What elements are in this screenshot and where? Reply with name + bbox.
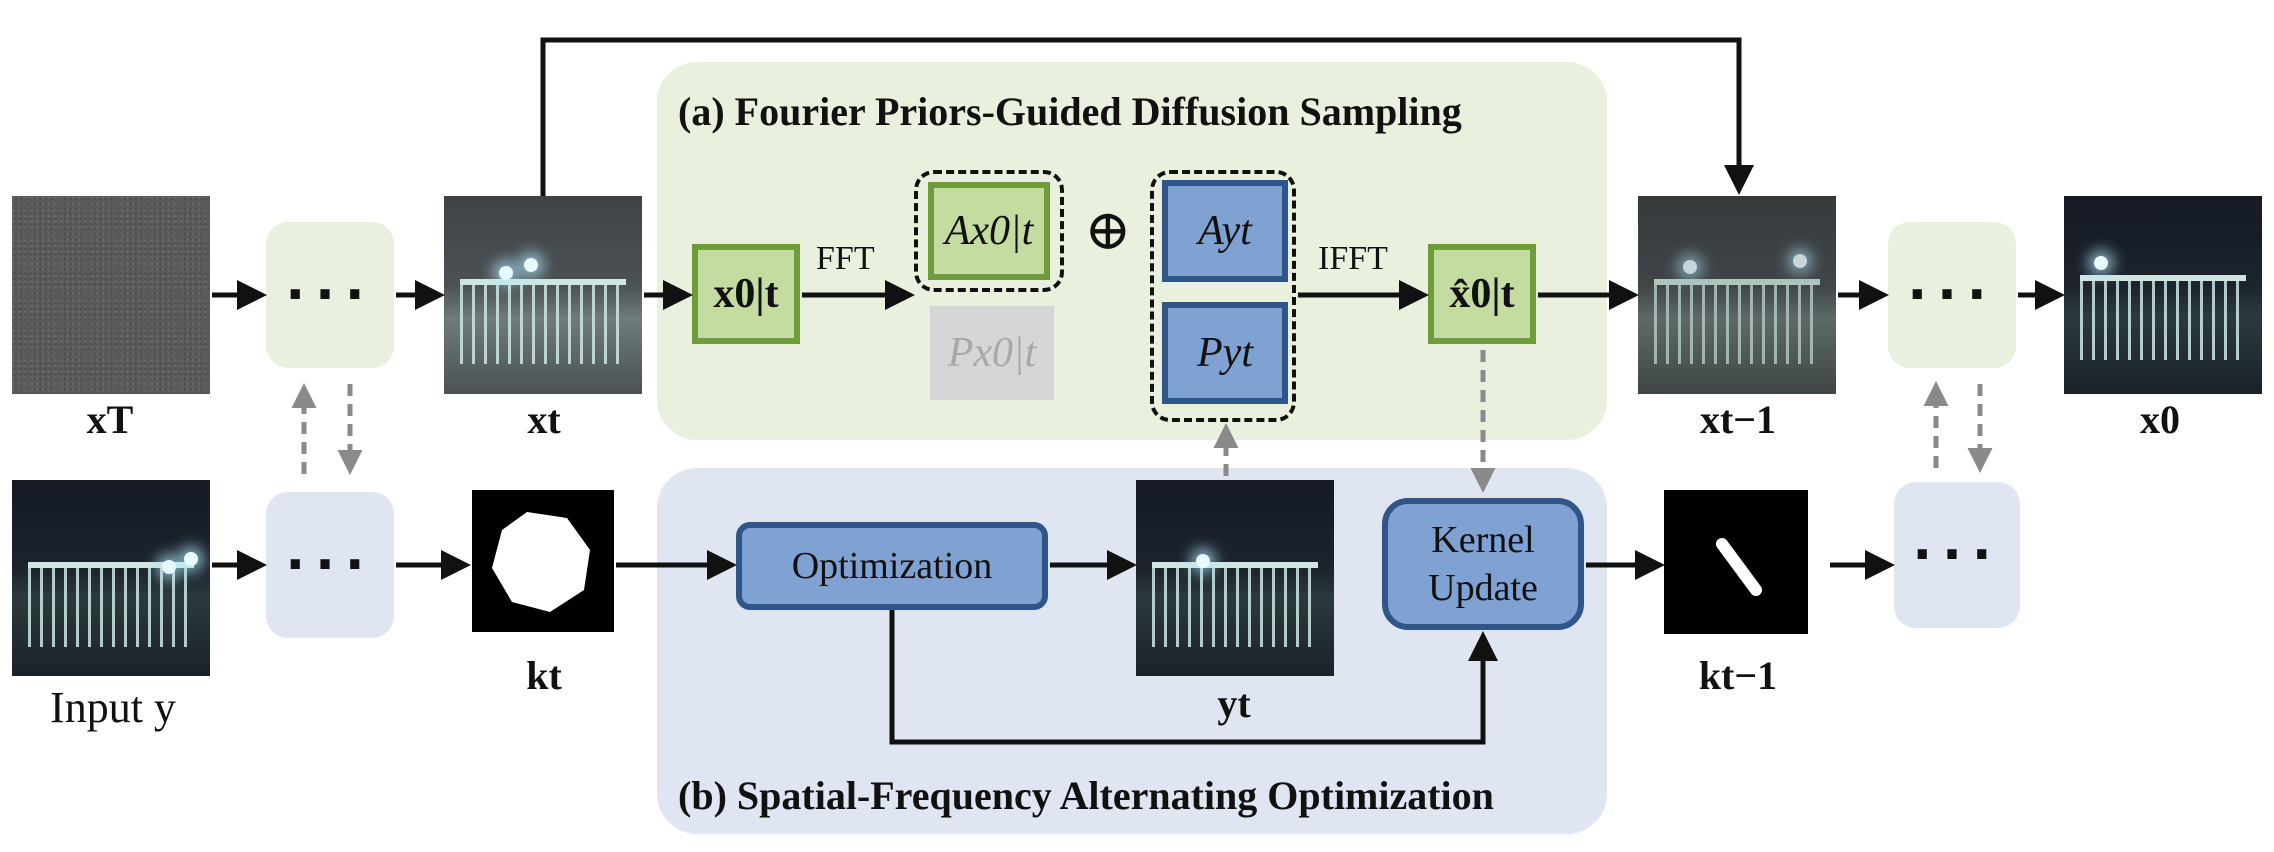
node-x0-given-t: x0|t bbox=[692, 244, 800, 344]
group-yt-spectrum bbox=[1150, 170, 1296, 422]
image-kernel-kt-minus-1 bbox=[1664, 490, 1808, 634]
panel-a-title: (a) Fourier Priors-Guided Diffusion Samp… bbox=[678, 89, 1462, 134]
node-phase-x0t: Px0|t bbox=[930, 306, 1054, 400]
image-xt-minus-1 bbox=[1638, 196, 1836, 394]
image-xt bbox=[444, 196, 642, 394]
arrow-optimization-to-kernel-update bbox=[889, 610, 1498, 745]
node-optimization: Optimization bbox=[736, 522, 1048, 610]
image-yt bbox=[1136, 480, 1334, 676]
label-input-y: Input y bbox=[50, 683, 176, 732]
ellipsis-box-top-left: ··· bbox=[266, 222, 394, 368]
label-xt-minus-1: xt−1 bbox=[1699, 397, 1777, 442]
image-x0 bbox=[2064, 196, 2262, 394]
label-x0: x0 bbox=[2140, 397, 2180, 442]
panel-b-title: (b) Spatial-Frequency Alternating Optimi… bbox=[678, 773, 1494, 818]
label-xt: xt bbox=[527, 397, 561, 442]
node-amplitude-yt: Ayt bbox=[1162, 180, 1288, 282]
edge-label-fft: FFT bbox=[816, 240, 875, 277]
arrow-skip-xt-to-xt-1 bbox=[540, 37, 1754, 196]
node-amplitude-x0t: Ax0|t bbox=[928, 182, 1050, 280]
label-kt: kt bbox=[526, 653, 562, 698]
label-yt: yt bbox=[1217, 681, 1251, 726]
ellipsis-box-bottom-left: ··· bbox=[266, 492, 394, 638]
group-ax0t bbox=[914, 170, 1064, 292]
edge-label-ifft: IFFT bbox=[1318, 240, 1388, 277]
image-kernel-kt bbox=[472, 490, 614, 632]
node-x-hat-0-given-t: x̂0|t bbox=[1428, 244, 1536, 344]
oplus-symbol: ⊕ bbox=[1084, 200, 1132, 262]
label-kt-minus-1: kt−1 bbox=[1698, 653, 1778, 698]
image-xT-noise bbox=[12, 196, 210, 394]
label-xT: xT bbox=[86, 397, 134, 442]
ellipsis-box-top-right: ··· bbox=[1888, 222, 2016, 368]
image-input-y bbox=[12, 480, 210, 676]
ellipsis-box-bottom-right: ··· bbox=[1894, 482, 2020, 628]
node-kernel-update: Kernel Update bbox=[1382, 498, 1584, 630]
node-phase-yt: Pyt bbox=[1162, 302, 1288, 404]
